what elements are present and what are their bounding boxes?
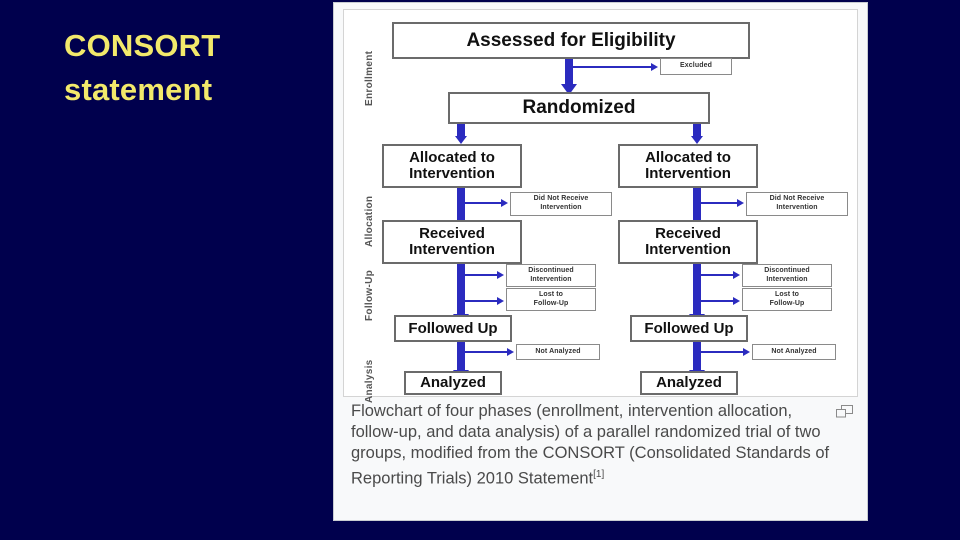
caption-text: Flowchart of four phases (enrollment, in…	[351, 402, 830, 488]
box-did-not-receive-left: Did Not Receive Intervention	[510, 192, 612, 216]
arrow-randomized-left-head	[455, 136, 467, 144]
box-randomized: Randomized	[448, 92, 710, 124]
arrow-received-to-followed-right-line	[693, 264, 701, 318]
consort-flowchart: Enrollment Allocation Follow-Up Analysis…	[343, 9, 858, 403]
box-allocated-right: Allocated to Intervention	[618, 144, 758, 188]
arrow-discontinued-left-head	[497, 271, 504, 279]
phase-label-analysis: Analysis	[364, 359, 375, 403]
arrow-assessed-to-randomized-line	[565, 59, 573, 87]
arrow-alloc-to-received-left-line	[457, 188, 465, 228]
arrow-to-excluded-line	[569, 66, 653, 68]
arrow-dnr-right-head	[737, 199, 744, 207]
arrow-lost-left-head	[497, 297, 504, 305]
arrow-dnr-right-line	[697, 202, 739, 204]
phase-label-follow-up: Follow-Up	[364, 269, 375, 321]
box-discontinued-right: Discontinued Intervention	[742, 264, 832, 287]
box-followed-up-left: Followed Up	[394, 315, 512, 342]
figure-caption: Flowchart of four phases (enrollment, in…	[351, 401, 838, 490]
arrow-discontinued-left-line	[461, 274, 499, 276]
enlarge-icon[interactable]	[836, 405, 853, 418]
box-received-left: Received Intervention	[382, 220, 522, 264]
arrow-lost-left-line	[461, 300, 499, 302]
arrow-lost-right-head	[733, 297, 740, 305]
phase-label-enrollment: Enrollment	[364, 50, 375, 106]
arrow-randomized-right-line	[693, 124, 701, 138]
arrow-received-to-followed-left-line	[457, 264, 465, 318]
arrow-randomized-right-head	[691, 136, 703, 144]
arrow-randomized-left-line	[457, 124, 465, 138]
arrow-not-analyzed-left-line	[461, 351, 509, 353]
box-lost-to-followup-right: Lost to Follow-Up	[742, 288, 832, 311]
box-excluded: Excluded	[660, 58, 732, 75]
title-line-1: CONSORT	[64, 28, 221, 63]
title-line-2: statement	[64, 72, 213, 107]
box-analyzed-left: Analyzed	[404, 371, 502, 395]
box-assessed-for-eligibility: Assessed for Eligibility	[392, 22, 750, 59]
box-not-analyzed-left: Not Analyzed	[516, 344, 600, 360]
phase-label-allocation: Allocation	[364, 195, 375, 247]
box-allocated-left: Allocated to Intervention	[382, 144, 522, 188]
arrow-lost-right-line	[697, 300, 735, 302]
arrow-followed-to-analyzed-left-line	[457, 342, 465, 374]
arrow-assessed-to-randomized-head	[561, 84, 577, 95]
arrow-not-analyzed-right-head	[743, 348, 750, 356]
arrow-dnr-left-head	[501, 199, 508, 207]
page-title: CONSORT statement	[64, 24, 314, 112]
arrow-not-analyzed-right-line	[697, 351, 745, 353]
box-followed-up-right: Followed Up	[630, 315, 748, 342]
box-not-analyzed-right: Not Analyzed	[752, 344, 836, 360]
arrow-followed-to-analyzed-right-line	[693, 342, 701, 374]
arrow-alloc-to-received-right-line	[693, 188, 701, 228]
box-analyzed-right: Analyzed	[640, 371, 738, 395]
caption-reference: [1]	[593, 469, 605, 480]
box-discontinued-left: Discontinued Intervention	[506, 264, 596, 287]
arrow-discontinued-right-head	[733, 271, 740, 279]
figure-thumbnail-panel: Enrollment Allocation Follow-Up Analysis…	[333, 2, 868, 521]
arrow-not-analyzed-left-head	[507, 348, 514, 356]
box-received-right: Received Intervention	[618, 220, 758, 264]
box-lost-to-followup-left: Lost to Follow-Up	[506, 288, 596, 311]
arrow-to-excluded-head	[651, 63, 658, 71]
arrow-discontinued-right-line	[697, 274, 735, 276]
box-did-not-receive-right: Did Not Receive Intervention	[746, 192, 848, 216]
arrow-dnr-left-line	[461, 202, 503, 204]
